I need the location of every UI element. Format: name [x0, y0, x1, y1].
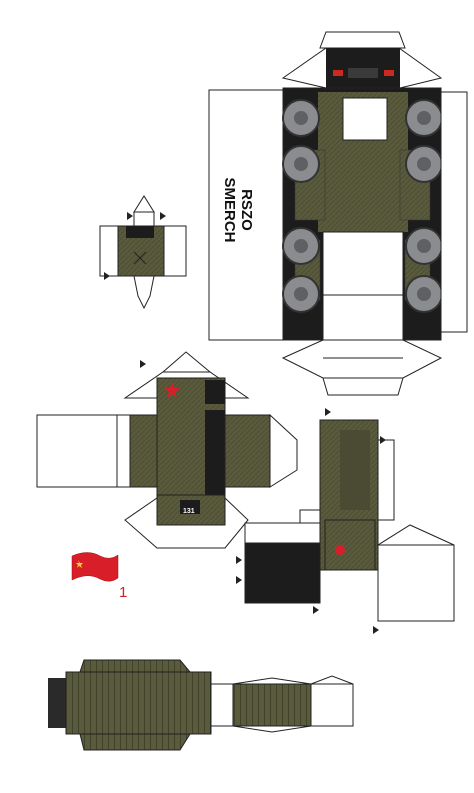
chassis-side-panel — [208, 89, 284, 341]
wheel — [405, 145, 443, 183]
vehicle-title: RSZO SMERCH — [221, 177, 255, 243]
plate-number: 131 — [183, 508, 195, 515]
small-box-part — [99, 195, 187, 310]
wheel — [282, 145, 320, 183]
chassis-cutout — [342, 97, 388, 141]
chassis-bottom-window — [322, 231, 404, 341]
chassis-top-upper — [319, 31, 406, 49]
launcher-side-part — [244, 419, 455, 622]
chassis-part — [208, 31, 468, 396]
cab-part — [36, 351, 298, 549]
sheet-number: 1 — [119, 584, 128, 601]
wheel — [282, 99, 320, 137]
soviet-flag-icon — [71, 552, 119, 582]
glue-tab-arrow-icon — [104, 212, 386, 634]
wheel — [282, 275, 320, 313]
wheel — [405, 275, 443, 313]
wheel — [282, 227, 320, 265]
wheel — [405, 227, 443, 265]
chassis-bottom-flap — [281, 339, 443, 379]
red-star-icon — [164, 382, 180, 398]
wheel — [405, 99, 443, 137]
rocket-tubes-part — [48, 659, 354, 751]
